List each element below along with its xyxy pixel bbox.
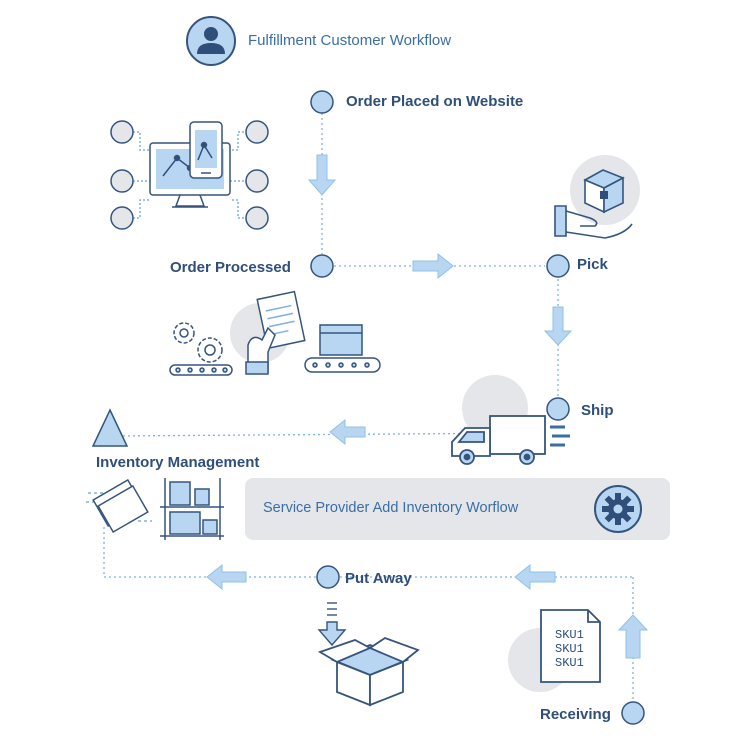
sku-line: SKU1 <box>555 628 584 642</box>
step-label-ship: Ship <box>581 402 614 419</box>
step-label-pick: Pick <box>577 256 608 273</box>
truck-icon <box>451 375 570 465</box>
shelf-icon <box>160 478 224 540</box>
step-label-order-placed: Order Placed on Website <box>346 93 524 110</box>
node-pick <box>546 254 570 278</box>
processing-icons <box>169 290 381 376</box>
triangle-icon <box>91 408 129 447</box>
flow-arrows <box>206 154 649 659</box>
gears-icon <box>173 322 223 363</box>
step-label-receiving: Receiving <box>540 706 611 723</box>
page-title: Fulfillment Customer Workflow <box>248 32 452 49</box>
gear-icon <box>594 485 642 533</box>
sku-line: SKU1 <box>555 656 584 670</box>
node-receiving <box>621 701 645 725</box>
user-icon <box>186 16 236 66</box>
arrow-right-1 <box>412 252 454 280</box>
arrow-down-1 <box>307 154 337 196</box>
arrow-left-3 <box>514 563 556 591</box>
sku-text-block: SKU1 SKU1 SKU1 <box>555 628 584 670</box>
sku-document-icon <box>508 609 601 692</box>
node-order-processed <box>310 254 334 278</box>
node-put-away <box>316 565 340 589</box>
node-order-placed <box>310 90 334 114</box>
arrow-left-2 <box>206 563 247 591</box>
step-label-order-processed: Order Processed <box>170 259 291 276</box>
arrow-left-1 <box>329 418 366 446</box>
node-ship <box>546 397 570 421</box>
step-nodes <box>310 90 645 725</box>
step-label-inventory-management: Inventory Management <box>96 454 260 471</box>
arrow-up-1 <box>617 614 649 659</box>
box-arrow-icon <box>317 602 420 707</box>
step-label-put-away: Put Away <box>345 570 412 587</box>
hand-box-icon <box>554 155 640 239</box>
computer-devices-icon <box>110 120 269 230</box>
banner-label: Service Provider Add Inventory Worflow <box>263 500 519 516</box>
inventory-icons <box>86 478 224 540</box>
conveyor-box-icon <box>304 324 381 373</box>
arrow-down-2 <box>543 306 573 346</box>
service-provider-banner: Service Provider Add Inventory Worflow <box>245 478 670 540</box>
sku-line: SKU1 <box>555 642 584 656</box>
